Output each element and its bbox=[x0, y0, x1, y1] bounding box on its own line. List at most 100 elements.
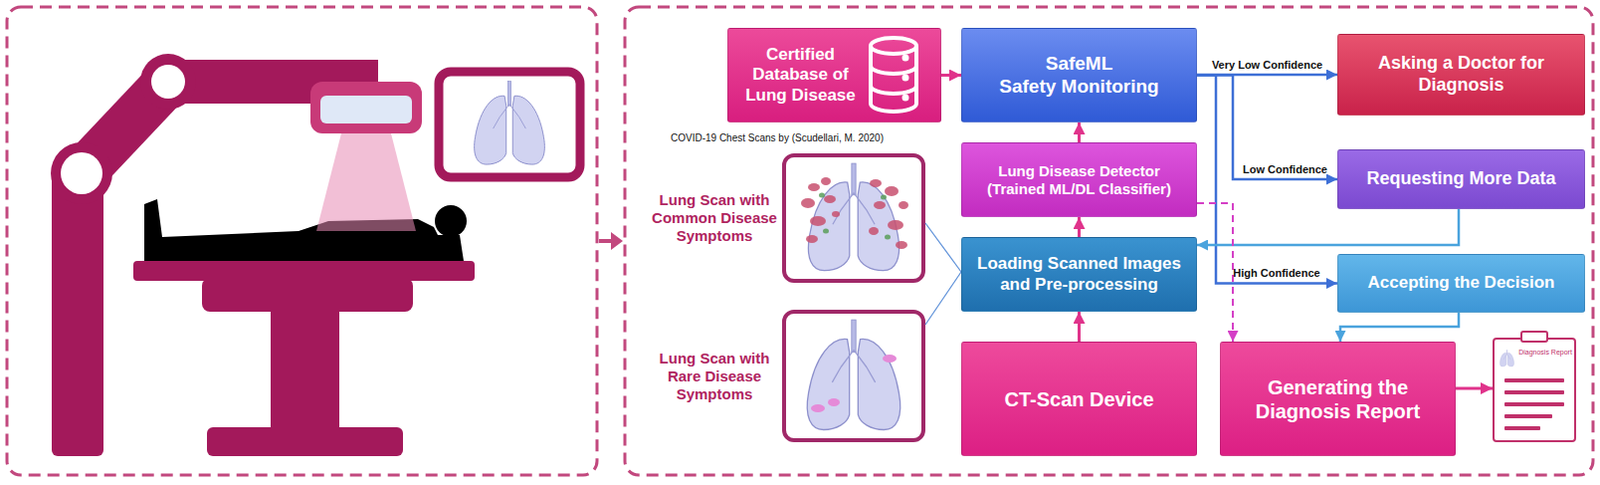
scan-image: Lung Scan with Common Disease Symptoms bbox=[648, 153, 926, 283]
database-icon bbox=[870, 37, 917, 112]
scan-frame-rare bbox=[784, 311, 924, 440]
drawing-part bbox=[624, 6, 1594, 475]
edge-label: High Confidence bbox=[1232, 266, 1320, 279]
process-box: Generating the Diagnosis Report bbox=[1219, 341, 1456, 456]
drawing-part bbox=[1504, 378, 1565, 430]
connector-arrow bbox=[1077, 216, 1081, 237]
report-icon bbox=[1499, 331, 1565, 430]
node-text: Diagnosis Report bbox=[1518, 348, 1573, 357]
drawing-part bbox=[818, 193, 825, 199]
drawing-part bbox=[823, 195, 836, 203]
drawing-part bbox=[870, 37, 917, 54]
connector-arrow bbox=[925, 222, 962, 272]
connector-arrow bbox=[925, 271, 962, 325]
node-text: Lung Scan with Rare Disease Symptoms bbox=[648, 349, 781, 403]
drawing-part bbox=[553, 167, 568, 173]
connector-arrow bbox=[1077, 122, 1081, 143]
drawing-part bbox=[50, 142, 113, 204]
edge-label: Very Low Confidence bbox=[1211, 58, 1323, 71]
drawing-part bbox=[904, 76, 908, 80]
panel-arrow bbox=[599, 231, 623, 250]
drawing-part bbox=[827, 398, 840, 406]
drawing-part bbox=[807, 163, 899, 271]
text-group: Certified Database of Lung Disease bbox=[738, 44, 863, 106]
connector-arrow bbox=[1197, 202, 1233, 342]
scan-image: Lung Scan with Rare Disease Symptoms bbox=[648, 309, 926, 442]
drawing-part bbox=[882, 354, 897, 363]
drawing-part bbox=[822, 228, 829, 234]
drawing-part bbox=[800, 177, 909, 249]
outcome-box: Asking a Doctor for Diagnosis bbox=[1337, 33, 1586, 116]
drawing-part bbox=[1499, 349, 1514, 367]
outcome-box: Accepting the Decision bbox=[1337, 253, 1586, 313]
text-group: Loading Scanned Images and Pre-processin… bbox=[970, 253, 1189, 295]
drawing-part bbox=[868, 226, 879, 235]
classifier-box: Lung Disease Detector (Trained ML/DL Cla… bbox=[961, 142, 1198, 217]
drawing-part bbox=[870, 45, 917, 112]
drawing-part bbox=[831, 210, 840, 217]
text-group: Lung Scan with Rare Disease Symptoms bbox=[648, 349, 781, 403]
drawing-part bbox=[133, 260, 475, 281]
text-group: SafeMLSafety Monitoring bbox=[999, 52, 1159, 99]
database-box: Certified Database of Lung Disease bbox=[727, 27, 942, 123]
connector-arrow bbox=[1077, 311, 1081, 342]
drawing-part bbox=[904, 56, 908, 60]
report-icon-box: Diagnosis Report bbox=[1492, 337, 1577, 442]
outcome-box: Requesting More Data bbox=[1337, 149, 1586, 209]
drawing-part bbox=[820, 177, 831, 186]
node-text: Loading Scanned Images and Pre-processin… bbox=[970, 253, 1189, 295]
drawing-part bbox=[151, 64, 186, 99]
drawing-part bbox=[884, 234, 891, 240]
drawing-part bbox=[870, 65, 917, 74]
drawing-part bbox=[784, 155, 924, 281]
drawing-part bbox=[6, 6, 598, 475]
device-box: CT-Scan Device bbox=[961, 341, 1198, 456]
text-group: Accepting the Decision bbox=[1368, 272, 1556, 293]
node-text: Requesting More Data bbox=[1366, 168, 1556, 191]
drawing-part bbox=[1521, 331, 1548, 342]
drawing-part bbox=[434, 204, 467, 237]
connector-arrow bbox=[1197, 75, 1338, 181]
connector-arrow bbox=[1197, 75, 1338, 284]
drawing-part bbox=[818, 193, 891, 240]
drawing-part bbox=[1504, 401, 1565, 406]
drawing-part bbox=[807, 183, 820, 192]
drawing-part bbox=[438, 71, 581, 178]
drawing-part bbox=[898, 200, 909, 209]
node-text: Lung Scan with Common Disease Symptoms bbox=[648, 191, 781, 245]
drawing-part bbox=[800, 198, 815, 208]
node-text: Asking a Doctor for Diagnosis bbox=[1346, 52, 1577, 96]
drawing-part bbox=[201, 277, 413, 312]
drawing-part bbox=[1504, 378, 1565, 383]
node-text: Accepting the Decision bbox=[1368, 272, 1556, 293]
node-text: SafeML bbox=[999, 52, 1159, 76]
drawing-part bbox=[809, 215, 826, 226]
drawing-part bbox=[144, 199, 464, 261]
text-group: CT-Scan Device bbox=[1003, 387, 1154, 411]
edge-label: Low Confidence bbox=[1242, 163, 1328, 176]
drawing-part bbox=[1504, 425, 1541, 430]
text-group: Asking a Doctor for Diagnosis bbox=[1346, 52, 1577, 96]
drawing-part bbox=[869, 179, 882, 188]
connector-arrow bbox=[941, 73, 962, 77]
drawing-part bbox=[887, 219, 904, 230]
drawing-part bbox=[206, 426, 403, 456]
node-text: Generating the Diagnosis Report bbox=[1228, 375, 1447, 423]
drawing-part bbox=[474, 81, 546, 165]
scan-frame-common bbox=[784, 155, 924, 281]
connector-arrow bbox=[1197, 208, 1459, 245]
connector-arrow bbox=[1455, 387, 1493, 391]
drawing-part bbox=[140, 53, 197, 110]
ct-scanner bbox=[50, 53, 581, 456]
drawing-part bbox=[599, 238, 613, 243]
drawing-part bbox=[51, 173, 104, 456]
drawing-part bbox=[873, 200, 886, 209]
text-group: Requesting More Data bbox=[1366, 168, 1556, 191]
drawing-part bbox=[870, 85, 917, 94]
drawing-part bbox=[884, 186, 899, 197]
drawing-part bbox=[904, 96, 908, 100]
citation-note: COVID-19 Chest Scans by (Scudellari, M. … bbox=[670, 132, 884, 144]
drawing-part bbox=[60, 152, 103, 195]
